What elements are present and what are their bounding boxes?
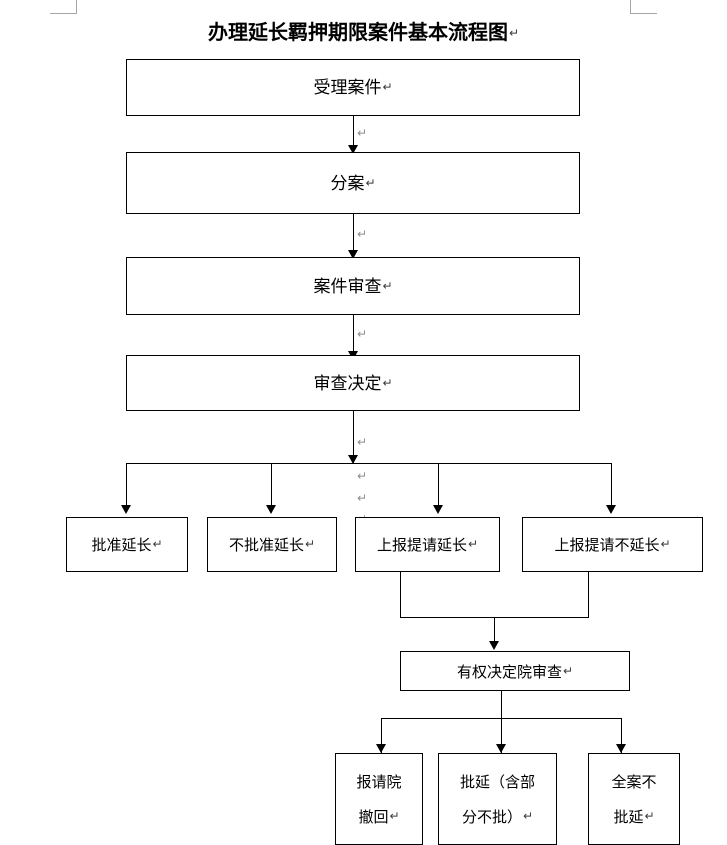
flow-node-label-line1: 批延（含部 xyxy=(459,772,535,791)
arrowhead-icon xyxy=(489,641,499,650)
flow-node-whole-case-no-extension[interactable]: 全案不 批延↵ xyxy=(588,753,680,845)
flow-node-label: 不批准延长 xyxy=(228,536,304,554)
paragraph-mark-icon: ↵ xyxy=(357,435,368,449)
flow-node-report-request-no-extension[interactable]: 上报提请不延长↵ xyxy=(522,517,703,572)
connector-leg-approve xyxy=(126,463,127,509)
arrowhead-icon xyxy=(121,505,131,514)
arrowhead-icon xyxy=(616,744,626,753)
paragraph-mark-icon: ↵ xyxy=(357,327,368,341)
arrowhead-icon xyxy=(433,505,443,514)
connector-merge-to-authority xyxy=(494,617,495,646)
paragraph-mark-icon: ↵ xyxy=(660,537,671,551)
paragraph-mark-icon: ↵ xyxy=(389,808,400,823)
paragraph-mark-icon: ↵ xyxy=(382,375,393,390)
arrowhead-icon xyxy=(376,744,386,753)
flow-node-report-request-extension[interactable]: 上报提请延长↵ xyxy=(355,517,500,572)
flow-node-label-line2: 分不批） xyxy=(461,807,522,826)
connector-leg-withdraw xyxy=(381,718,382,757)
paragraph-mark-icon: ↵ xyxy=(562,663,574,678)
connector-line-review-to-decision xyxy=(353,315,354,358)
flow-node-label: 批准延长 xyxy=(91,536,152,554)
connector-line-accept-to-assign xyxy=(353,116,354,149)
flow-node-label-line1: 报请院 xyxy=(356,772,402,791)
arrowhead-icon xyxy=(606,505,616,514)
paragraph-mark-icon: ↵ xyxy=(357,126,368,140)
connector-leg-disapprove xyxy=(271,463,272,509)
arrowhead-icon xyxy=(348,455,358,464)
connector-bus-decision-branches xyxy=(126,463,611,464)
page-margin-corner-top-right xyxy=(630,0,657,14)
flow-node-label: 有权决定院审查 xyxy=(456,662,562,681)
paragraph-mark-icon: ↵ xyxy=(152,537,163,551)
page-title: 办理延长羁押期限案件基本流程图↵ xyxy=(0,19,727,46)
paragraph-mark-icon: ↵ xyxy=(382,278,393,293)
connector-leg-no-extension-all xyxy=(621,718,622,757)
flow-node-disapprove-extension[interactable]: 不批准延长↵ xyxy=(207,517,337,572)
paragraph-mark-icon: ↵ xyxy=(357,491,368,505)
flow-node-label: 审查决定 xyxy=(313,373,382,394)
flow-node-case-review[interactable]: 案件审查↵ xyxy=(126,257,580,315)
arrowhead-icon xyxy=(496,744,506,753)
paragraph-mark-icon: ↵ xyxy=(508,26,520,40)
connector-merge-leg-left xyxy=(400,572,401,618)
page-margin-corner-top-left xyxy=(50,0,77,14)
flow-node-label: 上报提请延长 xyxy=(376,536,467,554)
flow-node-approve-extension[interactable]: 批准延长↵ xyxy=(66,517,188,572)
flow-node-label-line1: 全案不 xyxy=(611,772,657,791)
flow-node-label: 案件审查 xyxy=(313,276,382,297)
flow-node-authority-court-review[interactable]: 有权决定院审查↵ xyxy=(400,651,630,691)
flow-node-label-line2: 批延 xyxy=(613,807,644,826)
connector-line-decision-down xyxy=(353,411,354,463)
flow-node-assign-case[interactable]: 分案↵ xyxy=(126,152,580,214)
flow-node-label: 受理案件 xyxy=(313,78,382,98)
arrowhead-icon xyxy=(348,250,358,259)
arrowhead-icon xyxy=(348,145,358,154)
paragraph-mark-icon: ↵ xyxy=(357,227,368,241)
flow-node-label-line2: 撤回 xyxy=(358,807,389,826)
flow-node-label: 上报提请不延长 xyxy=(554,536,660,554)
flow-node-request-court-withdraw[interactable]: 报请院 撤回↵ xyxy=(335,753,423,845)
flow-node-accept-case[interactable]: 受理案件↵ xyxy=(126,59,580,116)
paragraph-mark-icon: ↵ xyxy=(357,469,368,483)
connector-authority-down-center xyxy=(501,691,502,757)
connector-line-assign-to-review xyxy=(353,214,354,254)
paragraph-mark-icon: ↵ xyxy=(522,808,534,823)
paragraph-mark-icon: ↵ xyxy=(382,80,393,94)
connector-merge-leg-right xyxy=(588,572,589,618)
paragraph-mark-icon: ↵ xyxy=(365,175,376,190)
page-title-text: 办理延长羁押期限案件基本流程图 xyxy=(207,20,508,44)
flow-node-review-decision[interactable]: 审查决定↵ xyxy=(126,355,580,411)
flow-node-label: 分案 xyxy=(330,173,365,194)
connector-leg-report-extend xyxy=(438,463,439,509)
arrowhead-icon xyxy=(266,505,276,514)
paragraph-mark-icon: ↵ xyxy=(467,537,479,551)
paragraph-mark-icon: ↵ xyxy=(644,808,655,823)
connector-leg-report-no-extend xyxy=(611,463,612,509)
flow-node-approve-extension-partial[interactable]: 批延（含部 分不批）↵ xyxy=(438,753,557,845)
connector-bus-authority-outcomes xyxy=(381,718,621,719)
paragraph-mark-icon: ↵ xyxy=(304,537,316,551)
